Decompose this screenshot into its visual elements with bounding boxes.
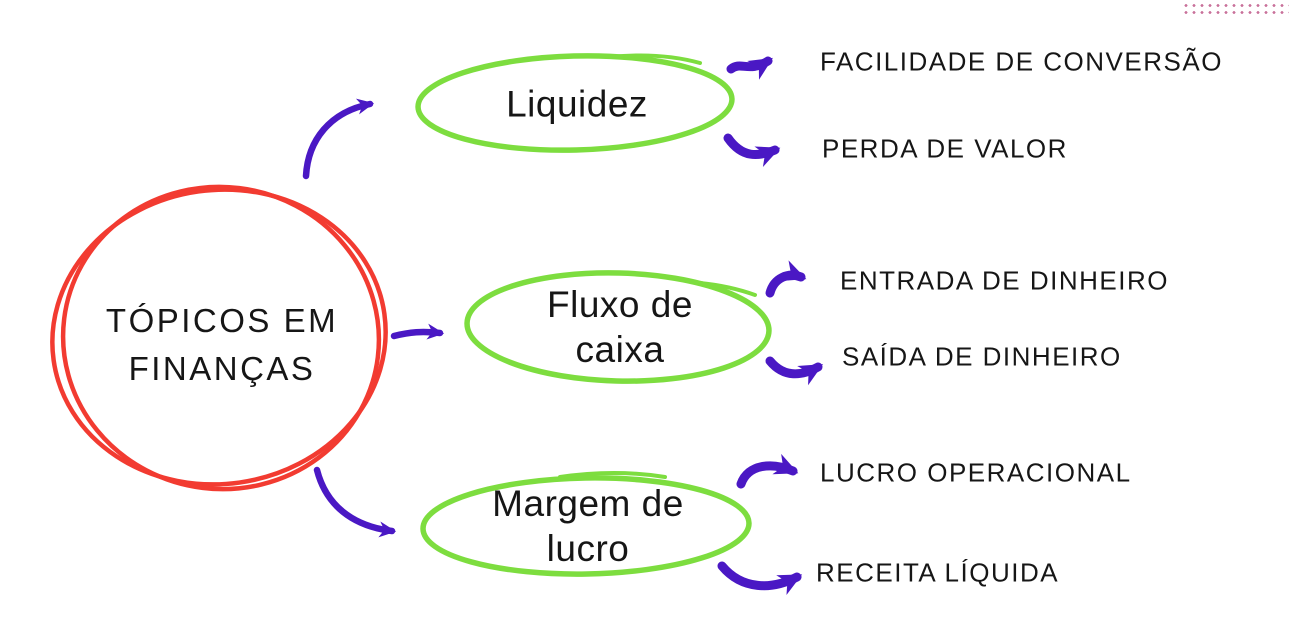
- leaf-label-entrada-de-dinheiro: ENTRADA DE DINHEIRO: [840, 265, 1169, 296]
- leaf-label-receita-liquida: RECEITA LÍQUIDA: [816, 557, 1060, 588]
- branch-ellipse-liquidez: [415, 53, 735, 153]
- fluxo-ellipse-overlap: [698, 281, 757, 297]
- margem-ellipse-overlap: [558, 471, 667, 479]
- branch-label-fluxo: Fluxo de caixa: [547, 284, 693, 370]
- leaf-label-lucro-operacional: LUCRO OPERACIONAL: [820, 457, 1132, 488]
- arrow-fluxo-to-entrada: [765, 260, 807, 298]
- arrow-fluxo-to-saida: [765, 356, 824, 386]
- center-node-circle: [50, 184, 388, 492]
- center-node-label: TÓPICOS EM FINANÇAS: [105, 302, 339, 387]
- margem-ellipse: [420, 475, 752, 577]
- arrow-liquidez-to-perda: [723, 133, 781, 167]
- arrow-center-to-margem: [313, 466, 397, 538]
- center-circle-stroke-1: [50, 187, 388, 487]
- arrow-liquidez-to-facilidade: [726, 56, 773, 80]
- arrow-margem-to-lucro: [736, 453, 799, 489]
- branch-label-liquidez: Liquidez: [506, 83, 648, 125]
- arrow-margem-to-receita: [717, 561, 803, 595]
- fluxo-ellipse: [464, 270, 772, 384]
- liquidez-ellipse-overlap: [608, 53, 702, 65]
- center-circle-stroke-2: [60, 184, 382, 492]
- arrow-center-to-fluxo: [390, 323, 445, 340]
- leaf-label-saida-de-dinheiro: SAÍDA DE DINHEIRO: [842, 341, 1122, 372]
- corner-dots-decoration: [1180, 0, 1289, 14]
- liquidez-ellipse: [415, 53, 735, 153]
- leaf-label-perda-de-valor: PERDA DE VALOR: [822, 133, 1068, 164]
- branch-label-margem: Margem de lucro: [492, 483, 684, 569]
- branch-ellipse-margem: [420, 471, 752, 577]
- arrow-center-to-liquidez: [302, 98, 375, 180]
- branch-ellipse-fluxo: [464, 270, 772, 384]
- leaf-label-facilidade-de-conversao: FACILIDADE DE CONVERSÃO: [820, 46, 1223, 77]
